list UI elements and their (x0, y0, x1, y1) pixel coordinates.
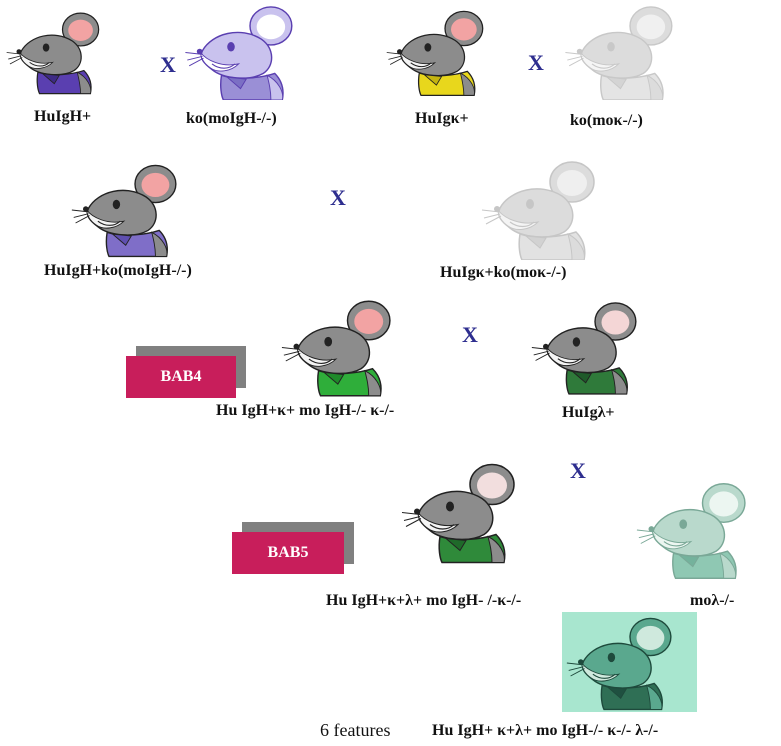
label-huigk-ko: HuIgκ+ko(moκ-/-) (440, 264, 567, 281)
cross-symbol: X (160, 52, 176, 77)
mouse-ko-moigh-icon (180, 5, 320, 100)
mouse-huigh-ko-icon (70, 160, 200, 260)
mouse-hu-igh-k-icon (280, 295, 415, 400)
mouse-hu-igh-kl-icon (400, 455, 540, 570)
cross-symbol: X (528, 50, 544, 75)
final-caption: 6 features (320, 720, 391, 740)
badge-bab4: BAB4 (126, 356, 236, 398)
mouse-ko-mok-icon (560, 5, 700, 100)
badge-bab5: BAB5 (232, 532, 344, 574)
mouse-final-icon (565, 615, 695, 711)
mouse-mol-icon (635, 480, 770, 580)
label-ko-moigh: ko(moIgH-/-) (186, 110, 277, 127)
label-hu-igh-k: Hu IgH+κ+ mo IgH-/- κ-/- (216, 402, 395, 419)
label-huigl: HuIgλ+ (562, 404, 615, 421)
label-huigh-ko: HuIgH+ko(moIgH-/-) (44, 262, 192, 279)
label-ko-mok: ko(moκ-/-) (570, 112, 643, 129)
cross-symbol: X (570, 458, 586, 483)
mouse-huigk-ko-icon (480, 160, 620, 260)
label-huigh: HuIgH+ (34, 108, 92, 125)
label-final-genotype: Hu IgH+ κ+λ+ mo IgH-/- κ-/- λ-/- (432, 722, 659, 739)
label-huigk: HuIgκ+ (415, 110, 469, 127)
mouse-huigh-icon (5, 5, 120, 100)
label-hu-igh-kl: Hu IgH+κ+λ+ mo IgH- /-κ-/- (326, 592, 522, 609)
label-mol: moλ-/- (690, 592, 735, 609)
mouse-huigl-icon (530, 295, 660, 400)
cross-symbol: X (462, 322, 478, 347)
cross-symbol: X (330, 185, 346, 210)
mouse-huigk-icon (385, 5, 505, 100)
